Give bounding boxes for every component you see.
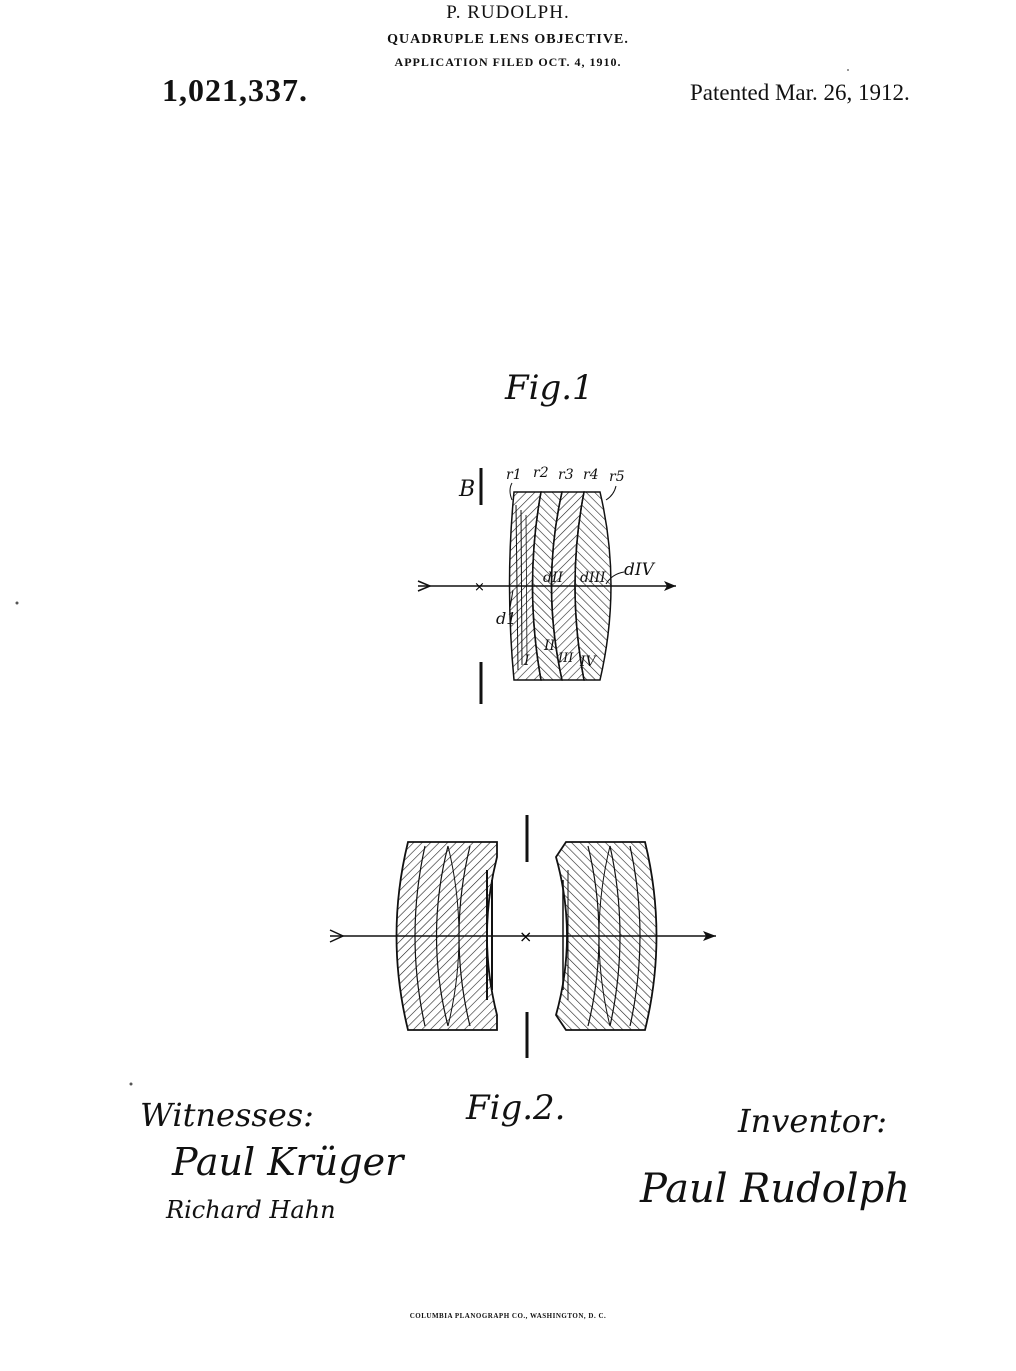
fig2-stop-cross: × <box>519 927 532 946</box>
fig1-stop-cross: × <box>474 580 485 595</box>
fig2-label: Fig.2. <box>466 1088 566 1128</box>
fig1-thickness-dII: dII <box>543 570 563 586</box>
fig1-numeral-IV: IV <box>579 654 598 670</box>
patent-number: 1,021,337. <box>162 72 308 108</box>
fig1-radius-r5: r5 <box>609 469 625 485</box>
fig1-radius-r4: r4 <box>583 467 599 483</box>
witness-signature-2: Richard Hahn <box>166 1196 336 1224</box>
fig1-thickness-dIII: dIII <box>580 570 606 586</box>
inventor-heading: P. RUDOLPH. <box>446 2 570 23</box>
fig2-axis-arrowhead <box>703 931 716 941</box>
patent-title: QUADRUPLE LENS OBJECTIVE. <box>387 32 629 47</box>
inventor-label: Inventor: <box>738 1102 888 1140</box>
fig1-label: Fig.1 <box>505 368 594 408</box>
fig1-stop-label: B <box>458 477 475 502</box>
fig1-radius-r2: r2 <box>533 465 549 481</box>
fig2-drawing: × <box>329 815 716 1058</box>
fig1-axis-tail <box>417 580 432 592</box>
fig1-radius-r3: r3 <box>558 467 574 483</box>
fig1-numeral-II: II <box>543 638 556 654</box>
fig1-numeral-III: III <box>557 651 574 666</box>
fig2-axis-tail <box>329 929 345 943</box>
witnesses-label: Witnesses: <box>140 1096 314 1134</box>
printer-credit: COLUMBIA PLANOGRAPH CO., WASHINGTON, D. … <box>409 1312 607 1320</box>
fig1-thickness-dIV: dIV <box>624 560 656 580</box>
fig1-thickness-d1: d1 <box>496 609 516 628</box>
fig1-radius-r1: r1 <box>506 467 522 483</box>
fig1-axis-arrowhead <box>664 581 676 591</box>
fig1-numeral-I: I <box>523 653 530 669</box>
patent-date: Patented Mar. 26, 1912. <box>690 80 910 105</box>
witness-signature-1: Paul Krüger <box>172 1140 404 1184</box>
fig1-drawing: B × r1 r2 r3 r4 r5 d1 dII <box>417 465 676 704</box>
inventor-signature: Paul Rudolph <box>640 1166 910 1212</box>
application-filed-line: APPLICATION FILED OCT. 4, 1910. <box>394 55 622 69</box>
